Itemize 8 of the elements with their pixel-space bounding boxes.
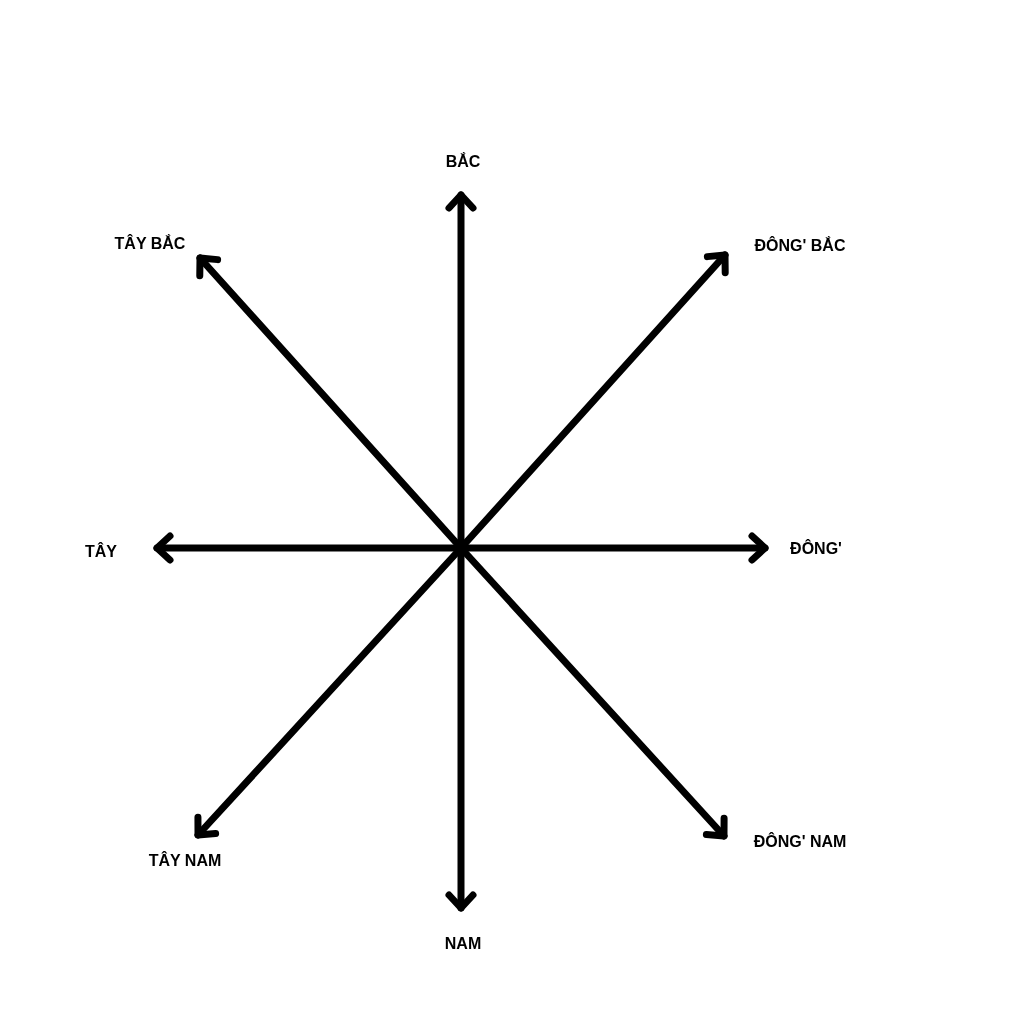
- direction-label: TÂY BẮC: [114, 236, 186, 252]
- direction-label: ĐÔNG' NAM: [753, 834, 847, 850]
- direction-label: TÂY NAM: [148, 853, 222, 869]
- direction-label: ĐÔNG' BẮC: [754, 238, 846, 254]
- direction-label: TÂY: [85, 544, 117, 560]
- direction-label: ĐÔNG': [790, 541, 842, 557]
- direction-label: BẮC: [445, 154, 481, 170]
- direction-label: NAM: [444, 936, 482, 952]
